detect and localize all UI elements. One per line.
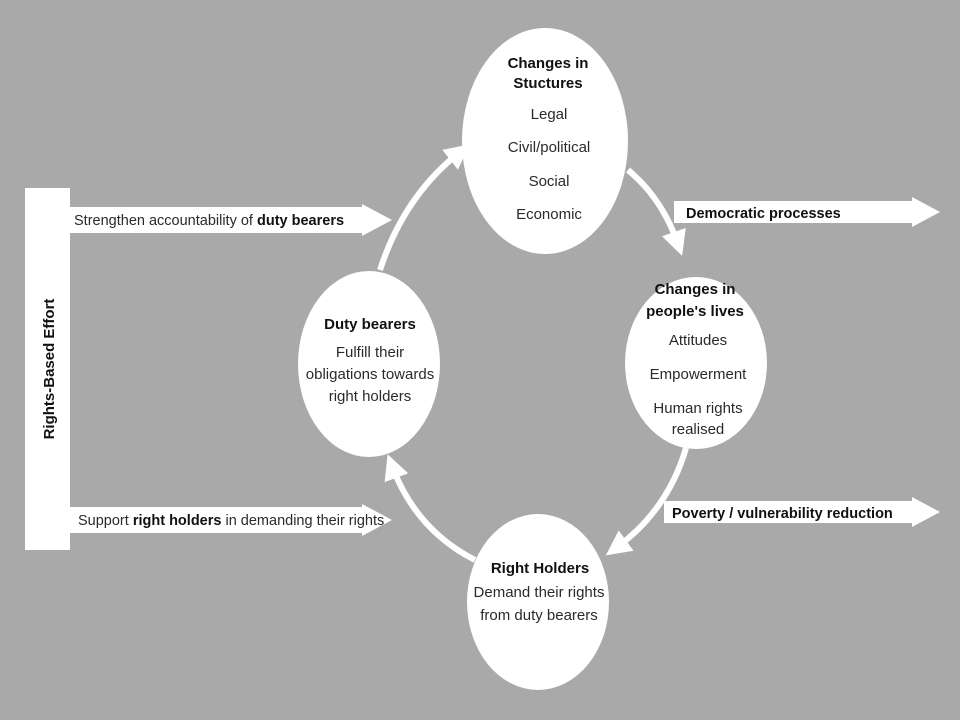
bearers-node xyxy=(298,271,440,457)
svg-text:Economic: Economic xyxy=(516,206,582,223)
svg-text:Social: Social xyxy=(529,173,570,190)
svg-text:obligations towards: obligations towards xyxy=(306,366,434,383)
structures-node xyxy=(462,28,628,254)
rights-based-effort-bar xyxy=(25,188,70,550)
cycle-arrow-bearers-to-structures xyxy=(377,144,470,271)
holders-text: Right Holders Demand their rights from d… xyxy=(474,560,605,624)
svg-text:Changes in: Changes in xyxy=(655,281,736,298)
democratic-processes-arrow xyxy=(674,197,940,227)
holders-node xyxy=(467,514,609,690)
cycle-arrow-structures-to-lives xyxy=(626,167,686,256)
svg-text:Changes in: Changes in xyxy=(508,55,589,72)
accountability-arrow xyxy=(70,204,392,236)
svg-text:from duty bearers: from duty bearers xyxy=(480,607,598,624)
poverty-reduction-label: Poverty / vulnerability reduction xyxy=(672,506,893,522)
svg-text:right holders: right holders xyxy=(329,388,412,405)
svg-text:Duty bearers: Duty bearers xyxy=(324,316,416,333)
structures-text: Changes in Stuctures Legal Civil/politic… xyxy=(508,55,591,223)
rights-based-effort-label: Rights-Based Effort xyxy=(41,299,58,440)
svg-text:Human rights: Human rights xyxy=(653,400,742,417)
bearers-text: Duty bearers Fulfill their obligations t… xyxy=(306,316,434,405)
svg-text:Right Holders: Right Holders xyxy=(491,560,589,577)
svg-text:Empowerment: Empowerment xyxy=(650,366,748,383)
democratic-processes-label: Democratic processes xyxy=(686,206,841,222)
lives-text: Changes in people's lives Attitudes Empo… xyxy=(646,281,747,438)
svg-text:Legal: Legal xyxy=(531,106,568,123)
svg-text:realised: realised xyxy=(672,421,725,438)
svg-text:Demand their rights: Demand their rights xyxy=(474,584,605,601)
support-arrow xyxy=(70,504,392,536)
accountability-arrow-label: Strengthen accountability of duty bearer… xyxy=(74,213,344,229)
svg-text:Stuctures: Stuctures xyxy=(513,75,582,92)
svg-text:Fulfill their: Fulfill their xyxy=(336,344,404,361)
cycle-arrow-holders-to-bearers xyxy=(384,454,477,563)
svg-text:Attitudes: Attitudes xyxy=(669,332,727,349)
cycle-arrow-lives-to-holders xyxy=(605,447,689,556)
svg-text:Civil/political: Civil/political xyxy=(508,139,591,156)
poverty-reduction-arrow xyxy=(664,497,940,527)
svg-text:people's lives: people's lives xyxy=(646,303,744,320)
support-arrow-label: Support right holders in demanding their… xyxy=(78,513,384,529)
lives-node xyxy=(625,277,767,449)
